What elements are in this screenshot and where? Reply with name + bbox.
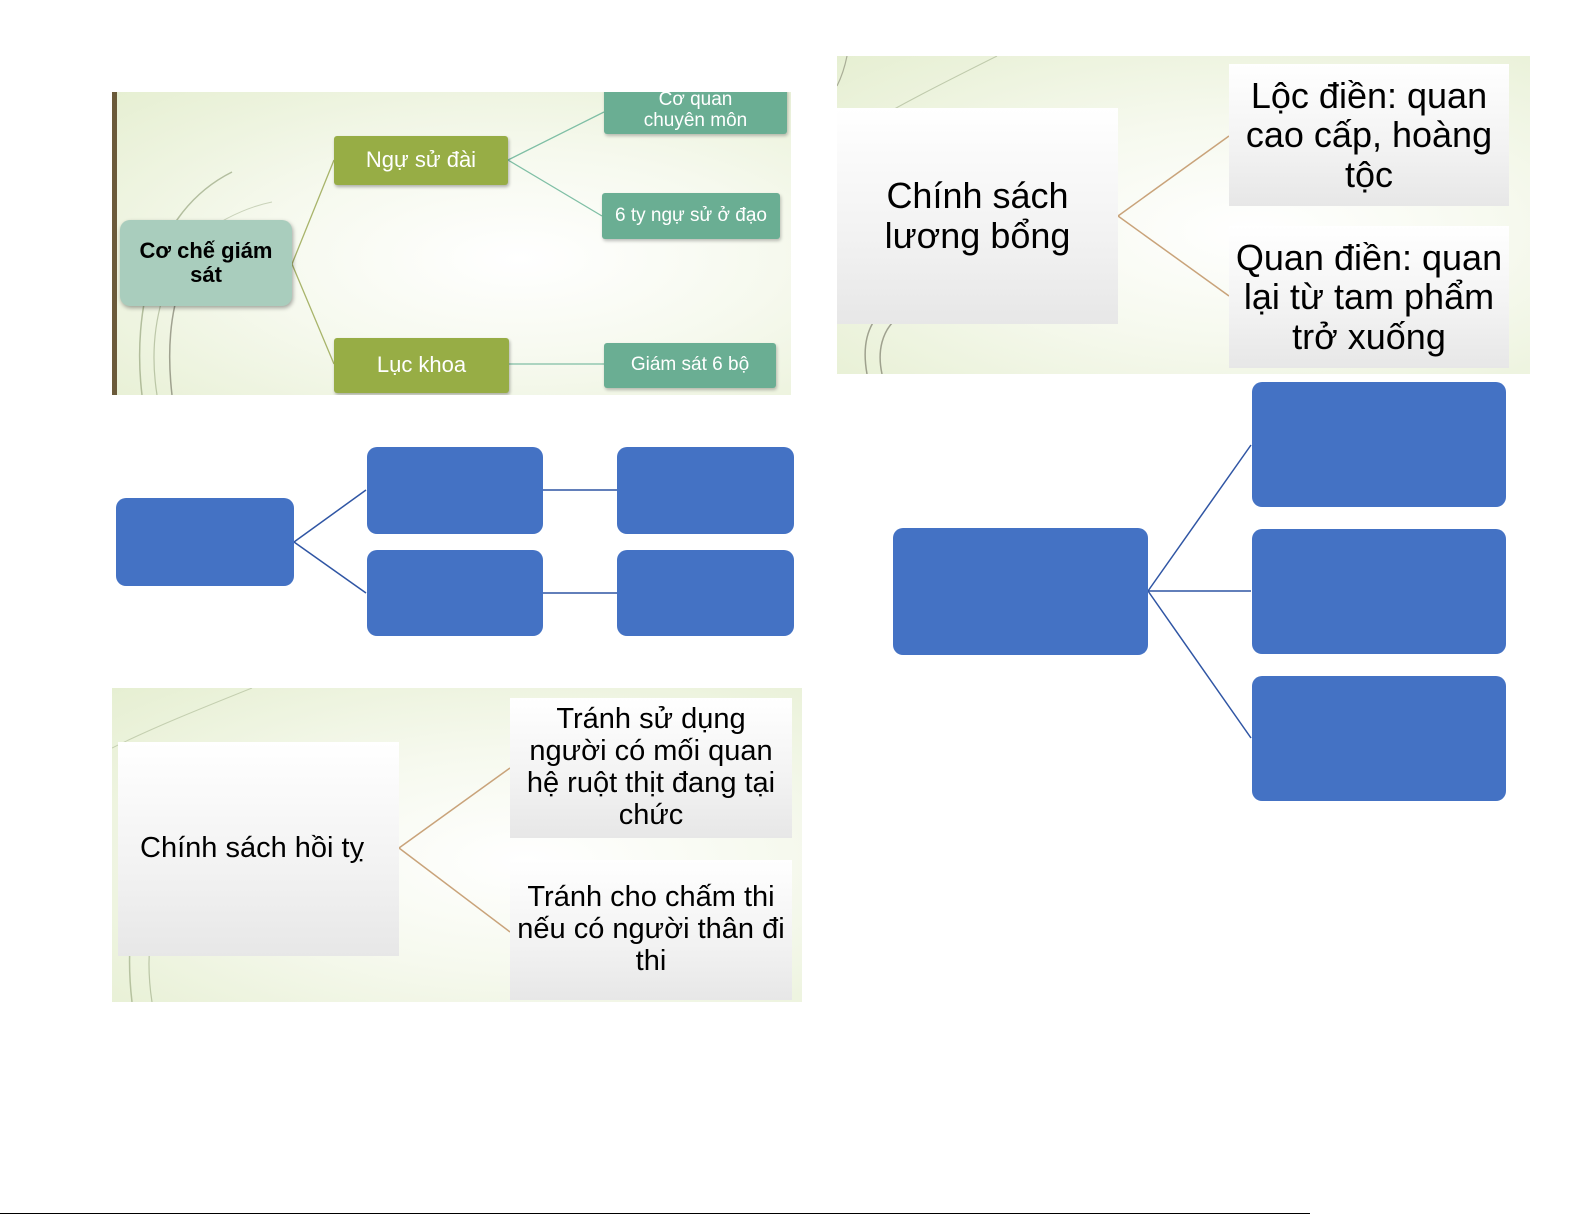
- diagram-panel-supervision: Cơ chế giám sát Ngự sử đài Lục khoa Cơ q…: [112, 92, 791, 395]
- node-loc-dien: Lộc điền: quan cao cấp, hoàng tộc: [1229, 64, 1509, 206]
- node-tranh-su-dung: Tránh sử dụng người có mối quan hệ ruột …: [510, 698, 792, 838]
- node-co-quan-chuyen-mon: Cơ quan chuyên môn: [604, 92, 787, 134]
- node-co-che-giam-sat: Cơ chế giám sát: [120, 220, 292, 306]
- blank-node-branch-top: [367, 447, 543, 534]
- blank-node-leaf-top: [617, 447, 794, 534]
- blank-node-right-top: [1252, 382, 1506, 507]
- diagram-panel-hoi-ty: Chính sách hồi tỵ Tránh sử dụng người có…: [112, 688, 802, 1002]
- node-luc-khoa: Lục khoa: [334, 338, 509, 393]
- node-chinh-sach-luong-bong: Chính sách lương bổng: [837, 108, 1118, 324]
- blank-node-leaf-bottom: [617, 550, 794, 636]
- blank-node-root: [116, 498, 294, 586]
- node-tranh-cho-cham-thi: Tránh cho chấm thi nếu có người thân đi …: [510, 860, 792, 1000]
- node-6-ty-ngu-su: 6 ty ngự sử ở đạo: [602, 193, 780, 239]
- blank-node-right-middle: [1252, 529, 1506, 654]
- blank-node-right-bottom: [1252, 676, 1506, 801]
- node-giam-sat-6-bo: Giám sát 6 bộ: [604, 343, 776, 388]
- node-chinh-sach-hoi-ty: Chính sách hồi tỵ: [118, 742, 399, 956]
- blank-diagram-left-connectors: [293, 489, 617, 594]
- page-bottom-rule: [0, 1213, 1310, 1214]
- node-ngu-su-dai: Ngự sử đài: [334, 136, 508, 185]
- blank-diagram-right-connectors: [1147, 444, 1252, 739]
- node-quan-dien: Quan điền: quan lại từ tam phẩm trở xuốn…: [1229, 226, 1509, 368]
- diagram-panel-luong-bong: Chính sách lương bổng Lộc điền: quan cao…: [837, 56, 1530, 374]
- blank-node-branch-bottom: [367, 550, 543, 636]
- blank-node-right-root: [893, 528, 1148, 655]
